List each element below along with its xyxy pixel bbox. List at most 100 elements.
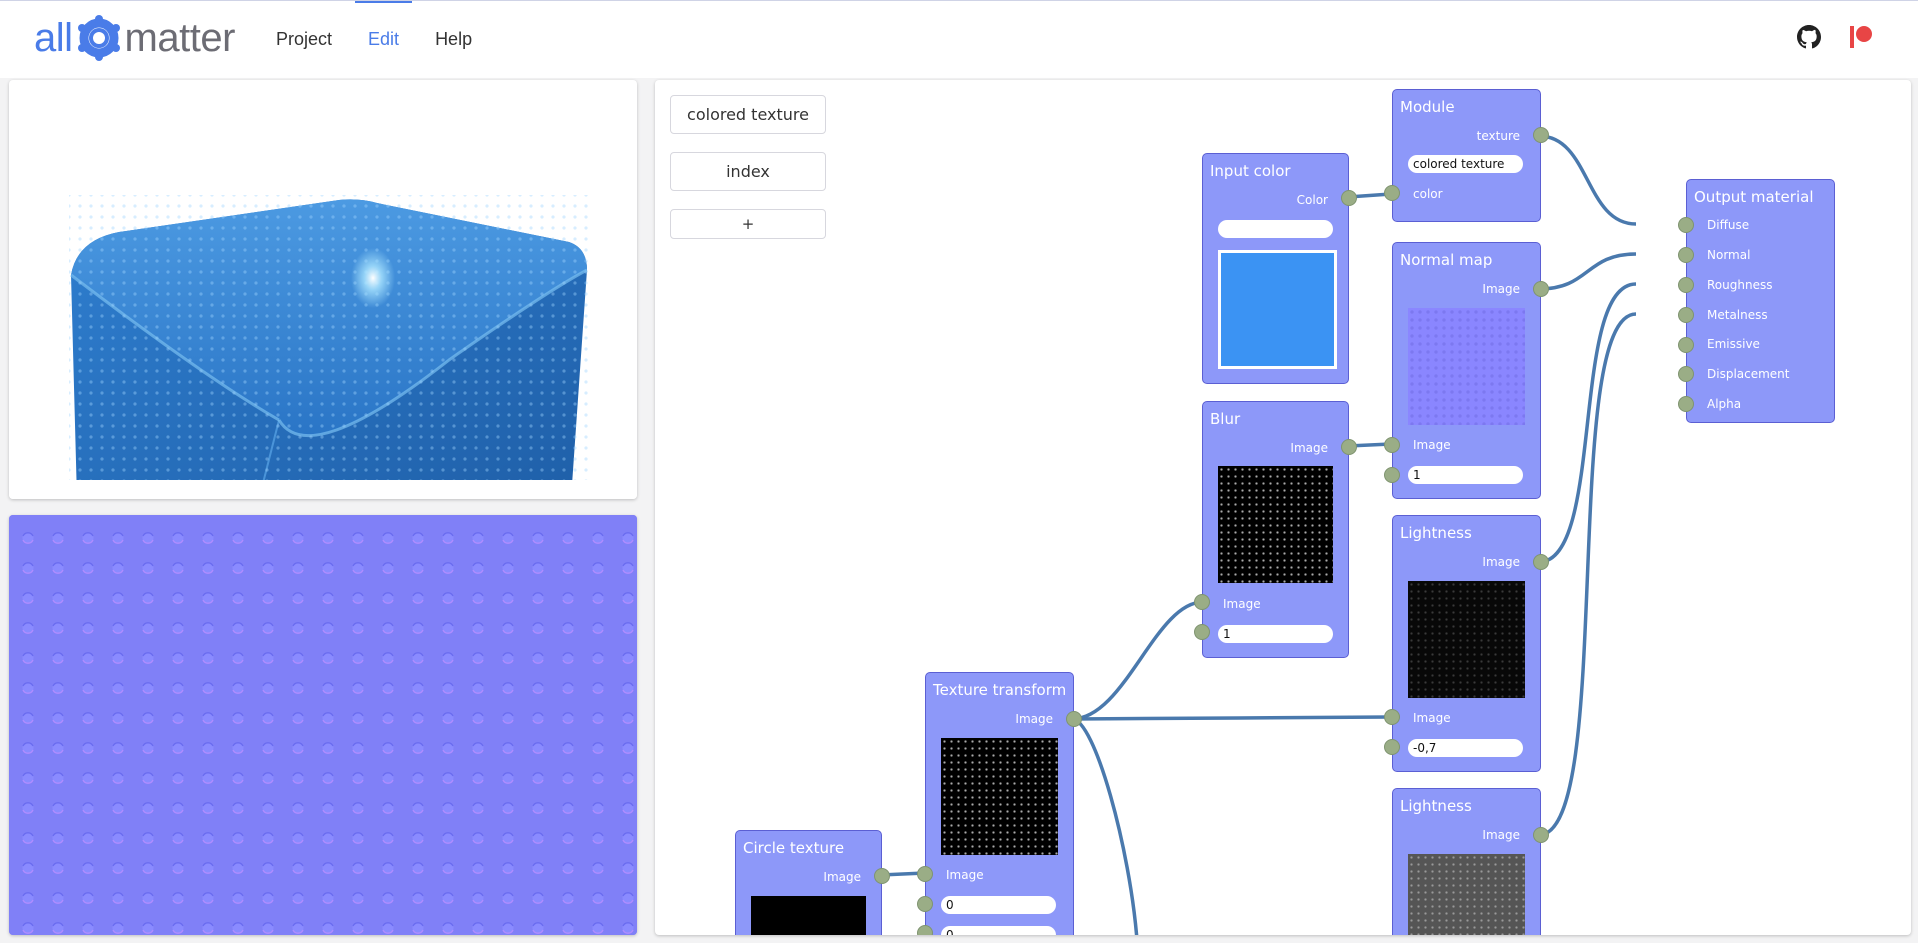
input-port-color[interactable] xyxy=(1384,185,1400,201)
lightness-thumbnail xyxy=(1408,581,1525,698)
material-cube-render[interactable] xyxy=(9,80,637,499)
node-editor-panel[interactable]: colored texture index + Input color Colo… xyxy=(655,80,1911,935)
node-module[interactable]: Module texture colored texture color xyxy=(1384,89,1549,222)
github-icon[interactable] xyxy=(1797,25,1821,49)
port-label-image-out: Image xyxy=(1015,712,1053,726)
node-title: Module xyxy=(1400,98,1455,116)
input-port-radius[interactable] xyxy=(1194,624,1210,640)
port-label-roughness: Roughness xyxy=(1707,278,1773,292)
module-tab-index[interactable]: index xyxy=(670,152,826,191)
input-port-roughness[interactable] xyxy=(1678,277,1694,293)
logo-mark-icon xyxy=(77,15,120,61)
node-blur[interactable]: Blur Image Image 1 xyxy=(1194,401,1357,658)
port-label-color-in: color xyxy=(1413,187,1443,201)
node-circle-texture[interactable]: Circle texture Image xyxy=(735,830,890,935)
input-port-alpha[interactable] xyxy=(1678,396,1694,412)
port-label-image-out: Image xyxy=(1290,441,1328,455)
normal-map-thumbnail xyxy=(1408,308,1525,425)
node-lightness[interactable]: Lightness Image Image -0,7 xyxy=(1384,515,1549,772)
nav-edit[interactable]: Edit xyxy=(355,1,413,77)
node-texture-transform[interactable]: Texture transform Image Image 0 0 xyxy=(917,672,1082,935)
input-port-image[interactable] xyxy=(1194,594,1210,610)
node-connections xyxy=(880,134,1637,935)
input-port-normal[interactable] xyxy=(1678,247,1694,263)
node-title: Lightness xyxy=(1400,524,1472,542)
module-select-field[interactable]: colored texture xyxy=(1408,155,1523,173)
node-lightness-2[interactable]: Lightness Image xyxy=(1392,788,1549,935)
output-port-image[interactable] xyxy=(1533,827,1549,843)
input-port-image[interactable] xyxy=(917,866,933,882)
add-module-button[interactable]: + xyxy=(670,209,826,239)
wire-module-to-diffuse xyxy=(1538,134,1637,226)
blur-radius-field[interactable]: 1 xyxy=(1218,625,1333,643)
color-swatch[interactable] xyxy=(1218,250,1337,369)
port-label-image-in: Image xyxy=(946,868,984,882)
input-port-emissive[interactable] xyxy=(1678,337,1694,353)
wire-normalmap-to-normal xyxy=(1538,252,1637,291)
input-port-strength[interactable] xyxy=(1384,467,1400,483)
output-port-color[interactable] xyxy=(1341,190,1357,206)
offset-x-field[interactable]: 0 xyxy=(941,896,1056,914)
node-title: Normal map xyxy=(1400,251,1493,269)
circle-texture-thumbnail xyxy=(751,896,866,935)
normal-map-preview-panel[interactable] xyxy=(9,515,637,935)
module-tab-colored-texture[interactable]: colored texture xyxy=(670,95,826,134)
patreon-icon[interactable] xyxy=(1849,25,1873,49)
lightness-amount-field[interactable]: -0,7 xyxy=(1408,739,1523,757)
input-port-offset-x[interactable] xyxy=(917,896,933,912)
top-bar: all matter Project Edit Help xyxy=(0,0,1918,78)
output-port-image[interactable] xyxy=(874,868,890,884)
app-logo[interactable]: all matter xyxy=(34,13,235,63)
normal-map-texture xyxy=(9,515,637,935)
port-label-image-out: Image xyxy=(823,870,861,884)
port-label-emissive: Emissive xyxy=(1707,337,1760,351)
wire-lightness2-to-metalness xyxy=(1538,312,1637,837)
node-title: Lightness xyxy=(1400,797,1472,815)
port-label-image-out: Image xyxy=(1482,555,1520,569)
strength-field[interactable]: 1 xyxy=(1408,466,1523,484)
node-title: Circle texture xyxy=(743,839,845,857)
port-label-image-in: Image xyxy=(1413,438,1451,452)
input-port-displacement[interactable] xyxy=(1678,366,1694,382)
input-port-metalness[interactable] xyxy=(1678,307,1694,323)
node-title: Output material xyxy=(1694,188,1814,206)
logo-text-left: all xyxy=(34,15,73,60)
output-port-texture[interactable] xyxy=(1533,127,1549,143)
port-label-color: Color xyxy=(1296,193,1328,207)
port-label-normal: Normal xyxy=(1707,248,1751,262)
input-port-diffuse[interactable] xyxy=(1678,217,1694,233)
input-port-image[interactable] xyxy=(1384,437,1400,453)
node-title: Input color xyxy=(1210,162,1291,180)
port-label-image-out: Image xyxy=(1482,828,1520,842)
output-port-image[interactable] xyxy=(1341,439,1357,455)
wire-transform-to-lightness xyxy=(1071,715,1392,721)
output-port-image[interactable] xyxy=(1066,711,1082,727)
port-label-image-in: Image xyxy=(1223,597,1261,611)
node-title: Blur xyxy=(1210,410,1241,428)
nav-project[interactable]: Project xyxy=(276,29,333,49)
output-port-image[interactable] xyxy=(1533,281,1549,297)
logo-text-right: matter xyxy=(124,15,236,60)
input-port-amount[interactable] xyxy=(1384,739,1400,755)
port-label-image-out: Image xyxy=(1482,282,1520,296)
texture-transform-thumbnail xyxy=(941,738,1058,855)
node-output-material[interactable]: Output material Diffuse Normal Roughness… xyxy=(1678,179,1835,423)
output-port-image[interactable] xyxy=(1533,554,1549,570)
nav-help[interactable]: Help xyxy=(435,29,473,49)
input-port-offset-y[interactable] xyxy=(917,925,933,935)
port-label-texture: texture xyxy=(1476,129,1520,143)
node-title: Texture transform xyxy=(933,681,1067,699)
wire-lightness-to-roughness xyxy=(1538,282,1637,564)
color-value-field[interactable] xyxy=(1218,220,1333,238)
main-nav: Project Edit Help xyxy=(263,1,495,77)
port-label-diffuse: Diffuse xyxy=(1707,218,1750,232)
port-label-alpha: Alpha xyxy=(1707,397,1742,411)
node-normal-map[interactable]: Normal map Image Image 1 xyxy=(1384,242,1549,499)
offset-y-field[interactable]: 0 xyxy=(941,926,1056,935)
node-input-color[interactable]: Input color Color xyxy=(1202,153,1357,384)
input-port-image[interactable] xyxy=(1384,709,1400,725)
wire-transform-to-blur xyxy=(1071,600,1204,721)
3d-preview-panel[interactable] xyxy=(9,80,637,499)
port-label-displacement: Displacement xyxy=(1707,367,1790,381)
wire-transform-down xyxy=(1071,717,1139,935)
